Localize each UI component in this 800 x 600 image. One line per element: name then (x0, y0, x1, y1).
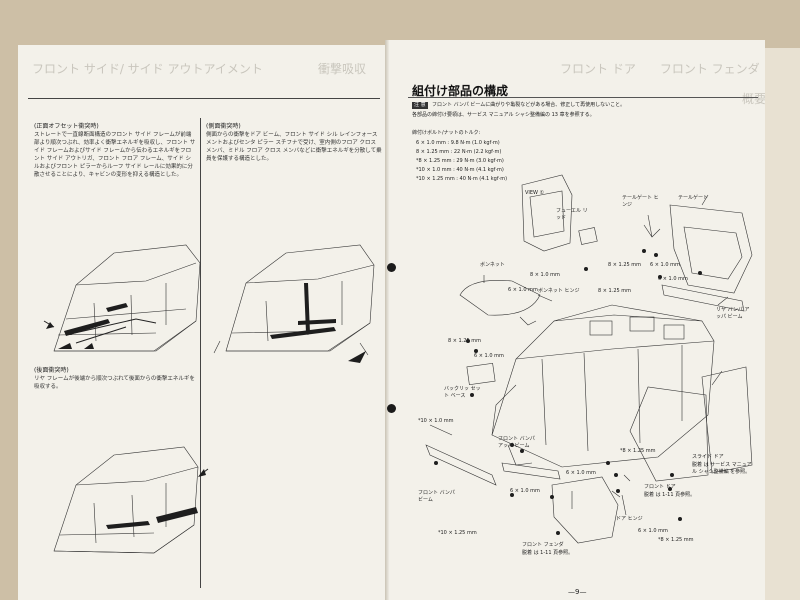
bolt-spec-label: 6 × 1.0 mm (638, 528, 668, 534)
exploded-parts-diagram (425, 174, 753, 544)
bolt-spec-label: 8 × 1.25 mm (448, 338, 482, 344)
right-header-ghost: フロント ドア フロント フェンダ (560, 62, 760, 76)
right-header-ghost-right: 概要 (742, 92, 765, 106)
open-manual: フロント サイド/ サイド アウトアイメント 衝撃吸収 (正面オフセット衝突時)… (0, 40, 800, 600)
caution-badge: 注 意 (412, 102, 428, 109)
section-body: ストレートで一直線断面構造のフロント サイド フレームが前端部より順次つぶれ、効… (34, 132, 196, 178)
label-tailgate-hinge: テールゲート ヒンジ (622, 195, 659, 208)
bolt-spec-label: 6 × 1.0 mm (658, 276, 688, 282)
torque-spec: *10 × 1.25 mm : 40 N·m (4.1 kgf·m) (416, 176, 508, 182)
bolt-spec-label: 8 × 1.25 mm (608, 262, 642, 268)
label-door-hinge: ドア ヒンジ (616, 516, 643, 522)
label-front-fender: フロント フェンダ (522, 542, 564, 548)
binder-hole (387, 404, 396, 413)
left-header-ghost-right: 衝撃吸収 (318, 62, 367, 76)
bolt-spec-label: *8 × 1.25 mm (658, 537, 694, 543)
left-page: フロント サイド/ サイド アウトアイメント 衝撃吸収 (正面オフセット衝突時)… (18, 45, 391, 600)
section-title: (後面衝突時) (34, 367, 69, 374)
torque-title: 締付けボルト/ナットのトルク: (412, 130, 481, 136)
label-slide-door: スライド ドア (692, 454, 724, 460)
torque-spec: *10 × 1.0 mm : 40 N·m (4.1 kgf·m) (416, 167, 504, 173)
right-page: フロント ドア フロント フェンダ 概要 組付け部品の構成 注 意 フロント バ… (390, 40, 765, 600)
bolt-spec-label: 6 × 1.0 mm (566, 470, 596, 476)
label-front-bumper-upper-beam: フロント バンパ アッパ ビーム (498, 436, 535, 449)
section-side: (側面衝突時) 側面からの衝撃をドア ビーム、フロント サイド シル レインフォ… (206, 123, 382, 163)
page-stack-edge (765, 48, 800, 600)
label-fuel-lid: フューエル リッド (556, 208, 588, 221)
label-front-bumper-beam: フロント バンパ ビーム (418, 490, 455, 503)
label-tailgate: テールゲート (678, 195, 709, 201)
label-bonnet-hinge: ボンネット ヒンジ (538, 288, 580, 294)
section-rear: (後面衝突時) リヤ フレームが後端から順次つぶれて後面からの衝撃エネルギを吸収… (34, 367, 196, 391)
section-title: (側面衝突時) (206, 123, 241, 130)
side-impact-illustration (213, 244, 375, 363)
notice-line-2: 各部品の締付け要領は、サービス マニュアル シャシ整備編の 13 章を参照する。 (412, 112, 595, 118)
column-divider (200, 118, 201, 588)
title-rule (408, 97, 758, 98)
left-header-ghost: フロント サイド/ サイド アウトアイメント (32, 62, 263, 76)
bolt-spec-label: *10 × 1.0 mm (418, 418, 454, 424)
binder-hole (387, 263, 396, 272)
bolt-spec-label: *10 × 1.25 mm (438, 530, 477, 536)
rear-impact-illustration (53, 446, 209, 554)
bolt-spec-label: 6 × 1.0 mm (508, 287, 538, 293)
label-front-door: フロント ドア (644, 484, 676, 490)
bolt-spec-label: 6 × 1.0 mm (510, 488, 540, 494)
section-frontal: (正面オフセット衝突時) ストレートで一直線断面構造のフロント サイド フレーム… (34, 123, 196, 179)
page-title: 組付け部品の構成 (412, 84, 509, 98)
label-front-fender-note: 脱着 は 1-11 頁参照。 (522, 550, 574, 556)
page-number: —9— (568, 588, 587, 596)
section-title: (正面オフセット衝突時) (34, 123, 99, 130)
torque-spec: 6 × 1.0 mm : 9.8 N·m (1.0 kgf·m) (416, 140, 500, 146)
bolt-spec-label: 8 × 1.0 mm (530, 272, 560, 278)
left-header-rule (28, 98, 380, 99)
label-rear-bumper-beam: リヤ バンパ アッパ ビーム (716, 307, 750, 320)
section-body: リヤ フレームが後端から順次つぶれて後面からの衝撃エネルギを吸収する。 (34, 376, 195, 390)
label-slide-door-note: 脱着 は サービス マニュアル シャシ整備編 を参照。 (692, 462, 752, 475)
notice-line-1: フロント バンパ ビームに曲がりや亀裂などがある場合、修正して再使用しないこと。 (432, 102, 626, 108)
label-backup-set-base: バックリッ セット ベース (444, 386, 481, 399)
torque-spec: *8 × 1.25 mm : 29 N·m (3.0 kgf·m) (416, 158, 504, 164)
label-front-door-note: 脱着 は 1-11 頁参照。 (644, 492, 696, 498)
torque-spec: 8 × 1.25 mm : 22 N·m (2.2 kgf·m) (416, 149, 502, 155)
bolt-spec-label: 6 × 1.0 mm (650, 262, 680, 268)
bolt-spec-label: 8 × 1.25 mm (598, 288, 632, 294)
section-body: 側面からの衝撃をドア ビーム、フロント サイド シル レインフォースメントおよび… (206, 132, 382, 162)
label-bonnet: ボンネット (480, 262, 505, 268)
label-view: VIEW ① (525, 190, 545, 196)
bolt-spec-label: 6 × 1.0 mm (474, 353, 504, 359)
bolt-spec-label: *8 × 1.25 mm (620, 448, 656, 454)
frontal-impact-illustration (43, 244, 201, 352)
